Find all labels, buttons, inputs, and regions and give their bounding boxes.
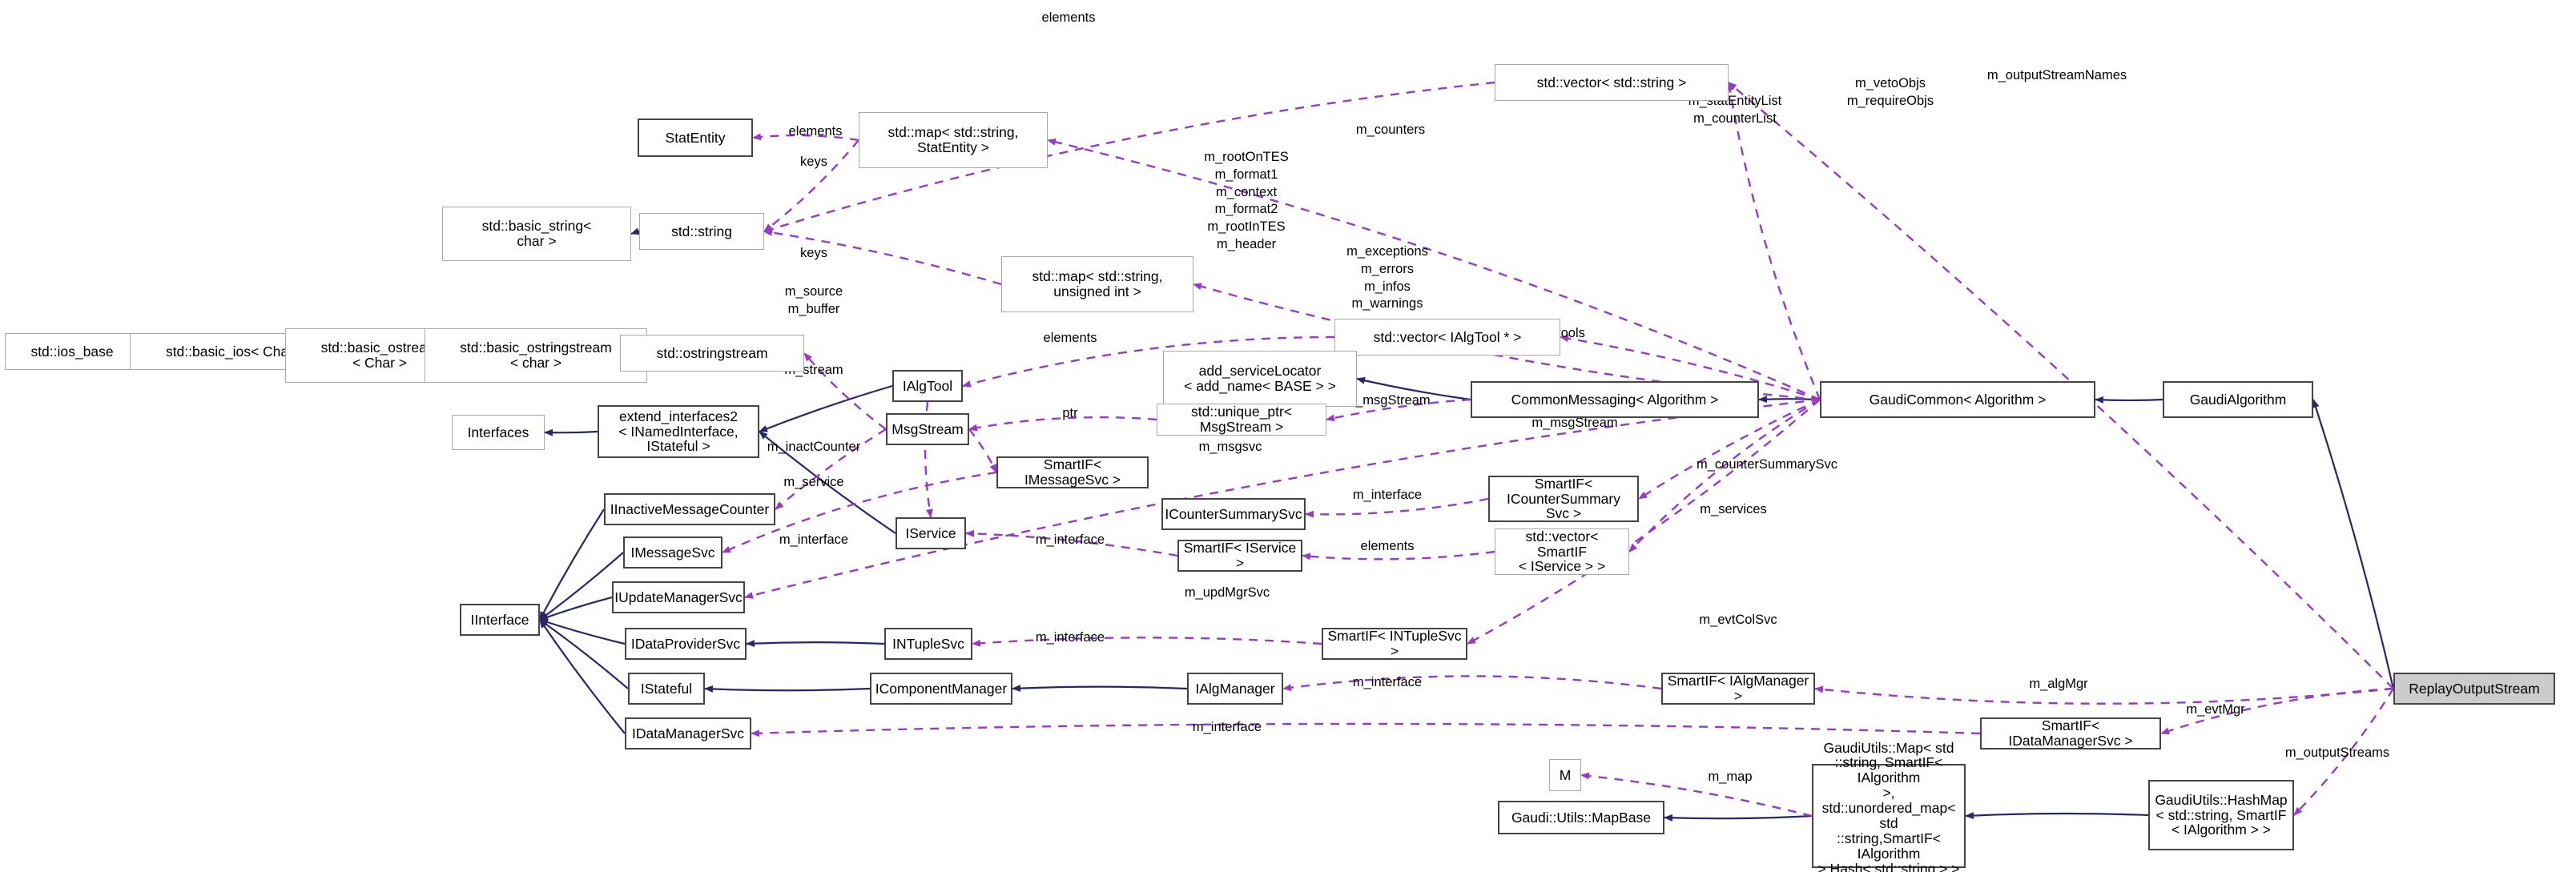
edge-label: elements (1043, 331, 1097, 345)
edge-label: m_updMgrSvc (1184, 585, 1270, 600)
edge-label: m_source m_buffer (784, 284, 843, 316)
node-gaudiutilsmapbase[interactable]: Gaudi::Utils::MapBase (1498, 801, 1664, 834)
node-ostringstream[interactable]: std::ostringstream (620, 335, 804, 372)
node-icountersummarysvc[interactable]: ICounterSummarySvc (1161, 498, 1306, 530)
edge-label: elements (1041, 10, 1096, 25)
node-smartifalgmanager[interactable]: SmartIF< IAlgManager > (1661, 673, 1815, 705)
node-iosbase[interactable]: std::ios_base (5, 333, 139, 370)
node-msgstream[interactable]: MsgStream (886, 413, 969, 445)
edge-istateful-to-iinterface (539, 619, 629, 689)
edge-smartifintuplesvc-to-intuplesvc (972, 637, 1322, 647)
edge-label: m_interface (1352, 488, 1423, 502)
node-basicstring[interactable]: std::basic_string< char > (442, 207, 631, 261)
node-commonmessaging[interactable]: CommonMessaging< Algorithm > (1471, 381, 1759, 418)
edge-label: keys (800, 155, 827, 169)
edge-label: m_outputStreamNames (1986, 68, 2127, 82)
node-basicostringstream[interactable]: std::basic_ostringstream < char > (425, 328, 647, 383)
edge-label: ptr (1062, 406, 1078, 420)
node-iupdatemanagersvc[interactable]: IUpdateManagerSvc (612, 581, 745, 613)
node-imessagesvc[interactable]: IMessageSvc (623, 536, 722, 569)
edge-replayoutputstream-to-gaudialgorithm (2312, 399, 2395, 689)
node-iservice[interactable]: IService (896, 517, 966, 549)
edge-intuplesvc-to-idataprovidersvc (746, 640, 885, 648)
edge-idatamanagersvc-to-iinterface (539, 619, 626, 734)
edge-label: m_evtColSvc (1699, 613, 1777, 627)
node-mapstatentity[interactable]: std::map< std::string, StatEntity > (859, 112, 1048, 168)
edge-label: m_interface (1035, 630, 1105, 645)
node-intuplesvc[interactable]: INTupleSvc (884, 628, 972, 660)
node-mnode[interactable]: M (1549, 759, 1581, 791)
edge-gaudicommon-to-commonmessaging (1758, 396, 1821, 404)
edge-label: m_rootOnTES m_format1 m_context m_format… (1204, 150, 1289, 251)
edge-stdstring-to-basicstring (630, 227, 640, 235)
edge-idataprovidersvc-to-iinterface (539, 618, 626, 645)
edge-icomponentmanager-to-istateful (704, 685, 871, 693)
edge-smartifalgmanager-to-ialgmanager (1282, 675, 1662, 692)
edge-label: m_map (1708, 770, 1753, 784)
edge-label: m_evtMgr (2186, 702, 2245, 717)
node-gaudialgorithm[interactable]: GaudiAlgorithm (2163, 381, 2313, 418)
edge-gaudiutilsmap-to-gaudiutilsmapbase (1664, 814, 1813, 822)
edge-gaudiutilshashmap-to-gaudiutilsmap (1965, 812, 2149, 820)
edge-label: m_interface (779, 532, 849, 547)
node-replayoutputstream[interactable]: ReplayOutputStream (2393, 673, 2555, 705)
node-vectorsmartif[interactable]: std::vector< SmartIF < IService > > (1495, 528, 1629, 575)
node-statentity[interactable]: StatEntity (638, 119, 753, 157)
edge-label: m_algMgr (2029, 677, 2088, 691)
edge-label: m_outputStreams (2284, 745, 2390, 760)
edge-label: m_msgsvc (1198, 440, 1262, 454)
edge-replayoutputstream-to-smartifalgmanager (1814, 685, 2394, 705)
edge-label: keys (800, 246, 827, 260)
edge-label: m_service (783, 475, 844, 489)
node-mapuint[interactable]: std::map< std::string, unsigned int > (1001, 256, 1193, 312)
node-smartifintuplesvc[interactable]: SmartIF< INTupleSvc > (1322, 628, 1467, 660)
edge-label: m_interface (1192, 720, 1262, 734)
edge-smartifdatamgr-to-idatamanagersvc (751, 722, 1981, 737)
edge-label: m_msgStream (1344, 393, 1431, 408)
node-idataprovidersvc[interactable]: IDataProviderSvc (625, 628, 747, 660)
node-vectoralgtool[interactable]: std::vector< IAlgTool * > (1334, 319, 1560, 356)
node-gaudiutilsmap[interactable]: GaudiUtils::Map< std ::string, SmartIF< … (1812, 740, 1966, 872)
edge-label: m_counterSummarySvc (1696, 457, 1838, 472)
node-vectorstring[interactable]: std::vector< std::string > (1495, 64, 1729, 101)
node-idatamanagersvc[interactable]: IDataManagerSvc (625, 717, 751, 749)
node-gaudiutilshashmap[interactable]: GaudiUtils::HashMap < std::string, Smart… (2148, 780, 2294, 850)
edge-label: elements (1360, 539, 1415, 553)
edge-label: elements (788, 124, 843, 139)
node-smartifdatamgr[interactable]: SmartIF< IDataManagerSvc > (1980, 717, 2161, 749)
edge-label: m_interface (1035, 532, 1105, 547)
node-uniqueptrmsg[interactable]: std::unique_ptr< MsgStream > (1157, 404, 1326, 436)
node-istateful[interactable]: IStateful (628, 673, 705, 705)
node-iinterface[interactable]: IInterface (460, 604, 540, 636)
edge-label: m_vetoObjs m_requireObjs (1846, 76, 1934, 108)
node-icomponentmanager[interactable]: IComponentManager (870, 673, 1012, 705)
edge-ialgmanager-to-icomponentmanager (1012, 685, 1188, 693)
node-smartifmessagesvc[interactable]: SmartIF< IMessageSvc > (996, 456, 1149, 488)
edge-iupdatemanagersvc-to-iinterface (539, 596, 613, 621)
edge-gaudicommon-to-vectorstring (1726, 82, 1821, 400)
node-extendinterfaces2[interactable]: extend_interfaces2 < INamedInterface, IS… (598, 405, 759, 458)
edge-msgstream-to-smartifmessagesvc (968, 428, 998, 473)
edge-ialgtool-to-extendinterfaces2 (759, 384, 893, 433)
node-gaudicommon[interactable]: GaudiCommon< Algorithm > (1820, 381, 2095, 418)
edge-label: m_inactCounter (767, 440, 861, 454)
edge-label: m_interface (1352, 675, 1423, 689)
node-ialgmanager[interactable]: IAlgManager (1187, 673, 1283, 705)
node-smartifiservice[interactable]: SmartIF< IService > (1177, 540, 1302, 572)
node-ialgtool[interactable]: IAlgTool (892, 370, 963, 402)
edge-imessagesvc-to-iinterface (539, 552, 624, 621)
node-interfaces[interactable]: Interfaces (452, 415, 545, 450)
node-addservicelocator[interactable]: add_serviceLocator < add_name< BASE > > (1163, 351, 1357, 407)
node-iinactivemsgcnt[interactable]: IInactiveMessageCounter (604, 493, 775, 525)
edge-label: m_counters (1355, 123, 1426, 137)
edge-label: m_exceptions m_errors m_infos m_warnings (1346, 244, 1428, 311)
edge-label: m_services (1700, 502, 1767, 516)
node-smartifcountersum[interactable]: SmartIF< ICounterSummary Svc > (1488, 476, 1639, 522)
edge-iinactivemsgcnt-to-iinterface (539, 508, 605, 621)
edge-gaudicommon-to-vectorsmartif (1628, 398, 1821, 553)
node-stdstring[interactable]: std::string (639, 213, 764, 250)
